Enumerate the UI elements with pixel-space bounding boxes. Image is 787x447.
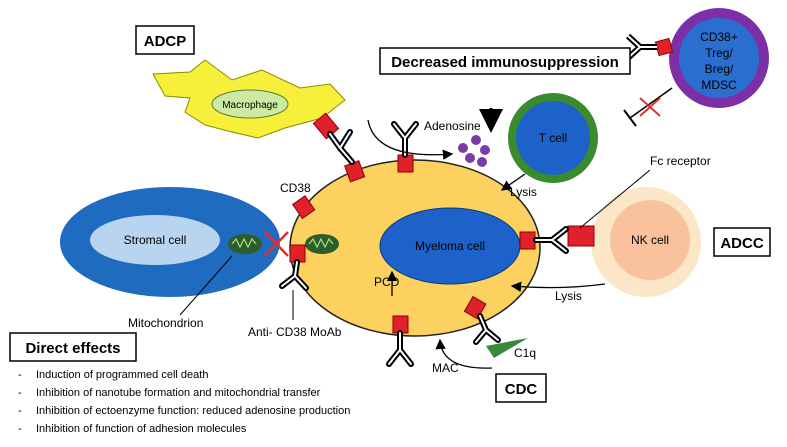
nk-lysis-arrow	[510, 281, 606, 292]
mac-arrow	[435, 338, 493, 369]
anti-cd38-label: Anti- CD38 MoAb	[248, 325, 342, 339]
macrophage-label: Macrophage	[222, 100, 278, 111]
nk-cell: NK cell	[591, 187, 701, 297]
adcc-label: ADCC	[720, 235, 763, 252]
mitochondrion-myeloma	[305, 234, 339, 254]
direct-effect-item: Inhibition of function of adhesion molec…	[16, 420, 350, 438]
adenosine-label: Adenosine	[424, 119, 481, 133]
direct-effects-box: Direct effects	[9, 332, 137, 362]
decreased-immunosuppression-label: Decreased immunosuppression	[391, 54, 619, 71]
antibody-c1q	[473, 313, 501, 345]
direct-effect-item: Inhibition of ectoenzyme function: reduc…	[16, 402, 350, 420]
antibody-left	[279, 259, 309, 291]
direct-effects-list: Induction of programmed cell death Inhib…	[16, 366, 350, 438]
adenosine-flow-arrow	[367, 119, 454, 160]
mitochondrion-label: Mitochondrion	[128, 316, 203, 330]
myeloma-cell: Myeloma cell	[289, 159, 541, 337]
antibody-macrophage	[327, 129, 355, 165]
antibody-bottom	[386, 330, 414, 367]
adcp-label: ADCP	[144, 33, 187, 50]
treg-label-3: Breg/	[705, 62, 734, 76]
treg-label-1: CD38+	[700, 30, 738, 44]
antibody-nk	[533, 226, 569, 254]
lysis-bottom-label: Lysis	[555, 289, 582, 303]
cdc-label: CDC	[505, 381, 538, 398]
stromal-cell: Stromal cell	[60, 187, 280, 297]
cdc-box: CDC	[495, 373, 547, 403]
mac-label: MAC	[432, 361, 459, 375]
adcc-box: ADCC	[713, 227, 771, 257]
t-cell: T cell	[508, 93, 598, 183]
stromal-cell-label: Stromal cell	[124, 233, 187, 247]
t-cell-label: T cell	[539, 131, 567, 145]
treg-label-4: MDSC	[701, 78, 737, 92]
treg-cell: CD38+ Treg/ Breg/ MDSC	[669, 8, 769, 108]
macrophage: Macrophage	[152, 59, 346, 139]
fc-receptor-label: Fc receptor	[650, 154, 711, 168]
nanotube-inhibition-cross	[264, 231, 289, 257]
c1q-label: C1q	[514, 346, 536, 360]
pcd-label: PCD	[374, 275, 400, 289]
adcp-box: ADCP	[135, 25, 195, 55]
mitochondrion-stromal	[228, 234, 262, 254]
adenosine-molecules	[458, 135, 490, 167]
treg-cd38-antibody	[625, 33, 674, 61]
treg-label-2: Treg/	[705, 46, 733, 60]
direct-effect-item: Inhibition of nanotube formation and mit…	[16, 384, 350, 402]
fc-receptor-pointer	[579, 169, 651, 229]
mitochondrion-pointer	[179, 255, 233, 316]
decreased-immunosuppression-box: Decreased immunosuppression	[379, 47, 631, 75]
direct-effect-item: Induction of programmed cell death	[16, 366, 350, 384]
c1q-complex	[486, 338, 528, 358]
cd38-label: CD38	[280, 181, 311, 195]
t-cell-lysis-arrow	[500, 173, 526, 191]
myeloma-cell-label: Myeloma cell	[415, 239, 485, 253]
nk-fc-receptor	[567, 225, 595, 247]
lysis-top-label: Lysis	[510, 185, 537, 199]
treg-inhibition	[623, 87, 673, 127]
nk-cell-label: NK cell	[631, 233, 669, 247]
direct-effects-label: Direct effects	[25, 340, 120, 357]
